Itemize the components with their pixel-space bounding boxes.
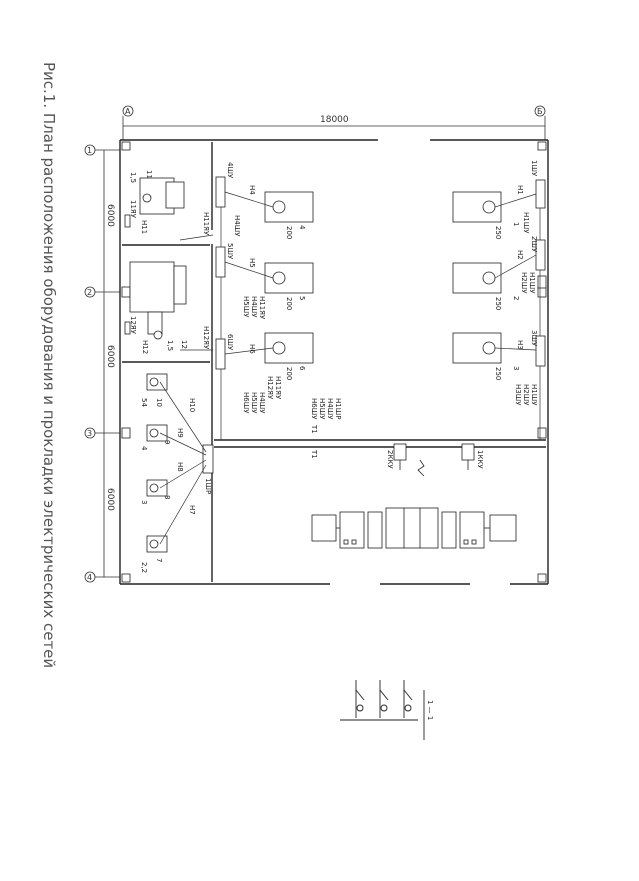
label-power-1: 250 — [494, 226, 502, 239]
left-rooms-labels: 11 1,5 11ЯУ Н11 Н11ЯУ 12ЯУ Н12 1,5 12 Н1… — [129, 170, 212, 573]
middle-column-equipment — [215, 176, 314, 370]
right-column-labels: 1ШУ Н1 1 250 Н1ШУ 2ШУ Н2 2 250 Н1ШУ Н2ШУ… — [494, 160, 538, 406]
label-power-5: 200 — [285, 297, 293, 310]
label-n9: Н9 — [176, 428, 184, 438]
label-n1: Н1 — [516, 185, 524, 195]
label-n1shu-a: Н1ШУ — [522, 212, 530, 234]
dimension-bay-1: 6000 — [105, 204, 115, 227]
label-t1-a: Т1 — [310, 424, 318, 434]
production-line — [311, 507, 517, 549]
label-n12yau-n: Н12ЯУ — [266, 376, 274, 400]
kku-units — [393, 443, 475, 477]
label-4shu: 4ШУ — [226, 162, 234, 179]
label-machine-1: 1 — [512, 222, 520, 226]
axis-letter-a: А — [125, 107, 131, 116]
label-machine-2: 2 — [512, 296, 520, 300]
left-rooms-cables — [159, 234, 214, 545]
label-n1shu-c: Н1ШУ — [530, 384, 538, 406]
label-power-8: 3 — [140, 500, 148, 504]
middle-column-labels: 4ШУ Н4 4 200 Н4ШУ 5ШУ Н5 5 200 Н11ЯУ Н4Ш… — [226, 162, 342, 459]
label-n11yau-n: Н11ЯУ — [274, 376, 282, 400]
label-machine-11: 11 — [145, 170, 153, 179]
label-n11yau: Н11ЯУ — [202, 212, 210, 236]
label-n11yau-m: Н11ЯУ — [258, 296, 266, 320]
building-walls — [119, 139, 549, 585]
label-n6shu-c: Н6ШУ — [242, 392, 250, 414]
label-n4shu-c: Н4ШУ — [258, 392, 266, 414]
label-n5shu-c: Н5ШУ — [250, 392, 258, 414]
label-n12: Н12 — [141, 340, 149, 354]
label-2shu: 2ШУ — [530, 236, 538, 253]
label-2kku: 2ККУ — [386, 450, 394, 469]
label-section-1-1: 1 — 1 — [426, 700, 434, 720]
label-power-12: 1,5 — [166, 340, 174, 351]
dimension-bay-2: 6000 — [105, 345, 115, 368]
label-n1shr: Н1ШР — [334, 398, 342, 419]
label-1shu: 1ШУ — [530, 160, 538, 177]
label-n12yau: Н12ЯУ — [202, 326, 210, 350]
label-machine-10: 10 — [155, 398, 163, 407]
label-1kku: 1ККУ — [476, 450, 484, 469]
axis-number-1: 1 — [87, 146, 92, 155]
axis-number-2: 2 — [87, 288, 92, 297]
label-n2shu-c: Н2ШУ — [522, 384, 530, 406]
label-n2: Н2 — [516, 250, 524, 260]
label-machine-3: 3 — [512, 366, 520, 370]
label-n3: Н3 — [516, 340, 524, 350]
label-3shu: 3ШУ — [530, 330, 538, 347]
right-column-cables — [494, 193, 541, 440]
label-n2shu: Н2ШУ — [520, 272, 528, 294]
label-1shr: 1ШР — [204, 478, 212, 494]
label-n4shu-b: Н4ШУ — [250, 296, 258, 318]
label-n4shu-a: Н4ШУ — [233, 215, 241, 237]
label-power-9: 4 — [140, 446, 148, 451]
section-1-1-drawing — [340, 680, 425, 740]
column-markers — [121, 141, 547, 583]
label-6shu: 6ШУ — [226, 334, 234, 351]
dimension-total: 18000 — [320, 115, 349, 125]
label-n6: Н6 — [248, 344, 256, 354]
dimension-bay-3: 6000 — [105, 488, 115, 511]
label-t1-b: Т1 — [310, 449, 318, 459]
axis-letter-b: Б — [537, 107, 543, 116]
label-n4shu-d: Н4ШУ — [326, 398, 334, 420]
label-n5shu-d: Н5ШУ — [318, 398, 326, 420]
label-n10: Н10 — [188, 398, 196, 412]
label-power-10: 54 — [140, 398, 148, 407]
axis-number-4: 4 — [87, 573, 92, 582]
label-n1shu-b: Н1ШУ — [528, 272, 536, 294]
label-machine-5: 5 — [298, 296, 306, 300]
label-machine-6: 6 — [298, 366, 306, 371]
axis-bubbles — [84, 105, 546, 583]
label-machine-9: 9 — [163, 440, 171, 444]
figure-caption: Рис.1. План расположения оборудования и … — [40, 62, 58, 668]
label-12yau: 12ЯУ — [129, 316, 137, 335]
label-machine-12: 12 — [180, 340, 188, 349]
label-n8: Н8 — [176, 462, 184, 472]
label-power-7: 2,2 — [140, 562, 148, 573]
label-power-3: 250 — [494, 367, 502, 380]
label-machine-7: 7 — [155, 558, 163, 562]
label-n6shu-d: Н6ШУ — [310, 398, 318, 420]
label-power-11: 1,5 — [129, 172, 137, 183]
label-machine-8: 8 — [163, 495, 171, 499]
label-11yau: 11ЯУ — [129, 200, 137, 219]
label-n4: Н4 — [248, 185, 256, 195]
label-n5shu: Н5ШУ — [242, 296, 250, 318]
label-n3shu-c: Н3ШУ — [514, 384, 522, 406]
left-rooms-equipment — [124, 177, 214, 553]
label-5shu: 5ШУ — [226, 243, 234, 260]
middle-column-cables — [220, 191, 274, 440]
label-power-4: 200 — [285, 226, 293, 239]
label-n5: Н5 — [248, 258, 256, 268]
label-machine-4: 4 — [298, 225, 306, 230]
label-power-2: 250 — [494, 297, 502, 310]
label-n11: Н11 — [140, 220, 148, 234]
dimension-lines — [94, 116, 546, 578]
label-power-6: 200 — [285, 367, 293, 380]
axis-number-3: 3 — [87, 429, 92, 438]
label-n7: Н7 — [188, 505, 196, 515]
